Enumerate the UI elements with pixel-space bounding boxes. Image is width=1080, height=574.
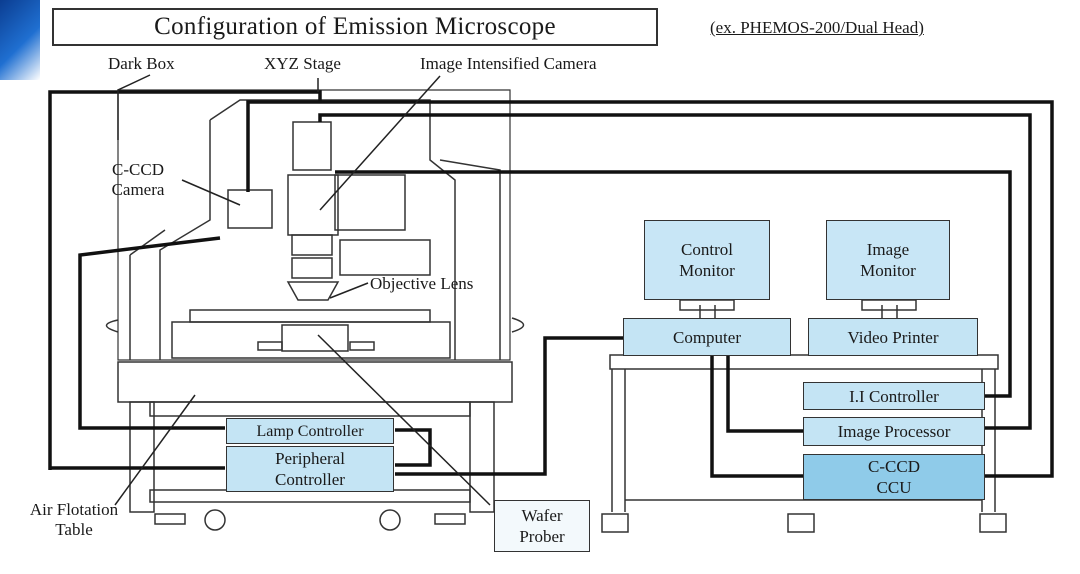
ii-camera-body <box>287 174 339 236</box>
cable-ii-to-iicontroller <box>335 170 1012 398</box>
cable-lamp <box>78 236 225 430</box>
cart-top <box>609 354 999 370</box>
stage-plate <box>189 309 431 323</box>
label-ccd-camera: C-CCD Camera <box>98 160 178 200</box>
label-objective-lens: Objective Lens <box>370 274 474 293</box>
callout-ccd-camera <box>181 179 241 206</box>
ccd-camera-body <box>227 189 273 229</box>
label-air-table-line2: Table <box>55 520 93 539</box>
image-monitor: Image Monitor <box>826 220 950 300</box>
control-monitor: Control Monitor <box>644 220 770 300</box>
dark-box-outline <box>117 89 511 361</box>
ii-controller-box: I.I Controller <box>803 382 985 410</box>
label-wafer-prober-line2: Prober <box>519 527 565 546</box>
computer-box: Computer <box>623 318 791 356</box>
table-top <box>117 361 513 403</box>
cable-computer-processor <box>726 355 803 433</box>
diagram-title: Configuration of Emission Microscope <box>52 8 658 46</box>
cable-lamp-peripheral <box>395 428 432 467</box>
label-wafer-prober-line1: Wafer <box>521 506 563 525</box>
label-air-flotation-table: Air Flotation Table <box>6 500 142 540</box>
lamp-controller-box: Lamp Controller <box>226 418 394 444</box>
image-monitor-line1: Image <box>866 240 910 259</box>
label-dark-box: Dark Box <box>108 54 175 73</box>
ccd-ccu-line2: CCU <box>876 478 912 497</box>
cable-peripheral-computer <box>395 336 623 476</box>
callout-wafer-prober <box>317 334 491 506</box>
peripheral-controller-box: Peripheral Controller <box>226 446 394 492</box>
callout-air-table <box>114 394 196 506</box>
slide-corner-decoration <box>0 0 40 80</box>
peripheral-line2: Controller <box>275 470 345 489</box>
label-ccd-camera-line2: Camera <box>111 180 165 199</box>
video-printer-box: Video Printer <box>808 318 978 356</box>
cable-dark-box <box>48 90 322 470</box>
callout-dark-box <box>117 74 151 140</box>
microscope-enclosure <box>159 99 456 360</box>
cable-ccd-to-ccu <box>246 100 1054 478</box>
image-processor-box: Image Processor <box>803 417 985 446</box>
ii-camera-body-top <box>292 121 332 171</box>
label-air-table-line1: Air Flotation <box>29 500 119 519</box>
control-monitor-line1: Control <box>681 240 733 259</box>
callout-objective-lens <box>329 282 369 299</box>
image-monitor-line2: Monitor <box>860 261 916 280</box>
diagram-subtitle: (ex. PHEMOS-200/Dual Head) <box>710 18 924 37</box>
label-wafer-prober: Wafer Prober <box>494 500 590 552</box>
label-ii-camera: Image Intensified Camera <box>420 54 597 73</box>
cable-computer-iicontroller <box>710 355 803 478</box>
peripheral-line1: Peripheral <box>275 449 345 468</box>
callout-ii-camera <box>319 75 441 211</box>
label-ccd-camera-line1: C-CCD <box>112 160 164 179</box>
ccd-ccu-line1: C-CCD <box>868 457 920 476</box>
ccd-ccu-box: C-CCD CCU <box>803 454 985 500</box>
label-xyz-stage: XYZ Stage <box>264 54 341 73</box>
cable-ii-to-processor <box>318 113 1032 430</box>
control-monitor-line2: Monitor <box>679 261 735 280</box>
